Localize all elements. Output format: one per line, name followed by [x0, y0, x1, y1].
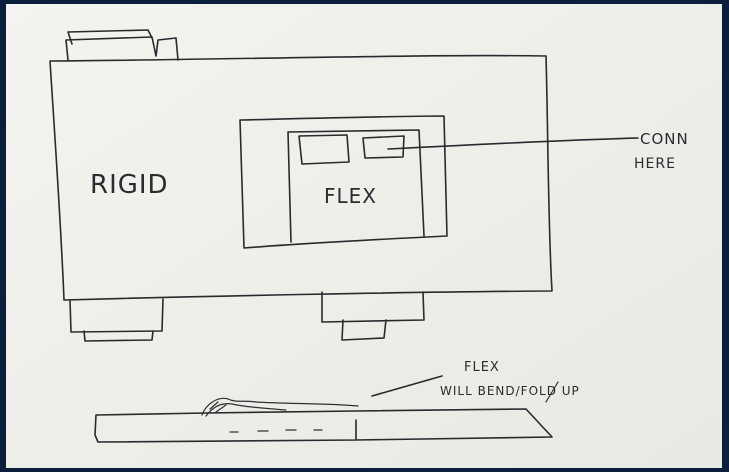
conn-label-line2: HERE: [634, 156, 676, 172]
note-label-line1: FLEX: [464, 360, 500, 375]
flex-label: FLEX: [324, 184, 377, 208]
paper-sketch: RIGID FLEX CONN HERE FLEX WILL BEND/FOLD…: [6, 4, 722, 468]
conn-label-line1: CONN: [640, 130, 689, 148]
paper-background: [6, 4, 722, 468]
rigid-label: RIGID: [90, 170, 169, 200]
sketch-drawing: [6, 4, 722, 468]
note-label-line2: WILL BEND/FOLD UP: [440, 384, 580, 398]
